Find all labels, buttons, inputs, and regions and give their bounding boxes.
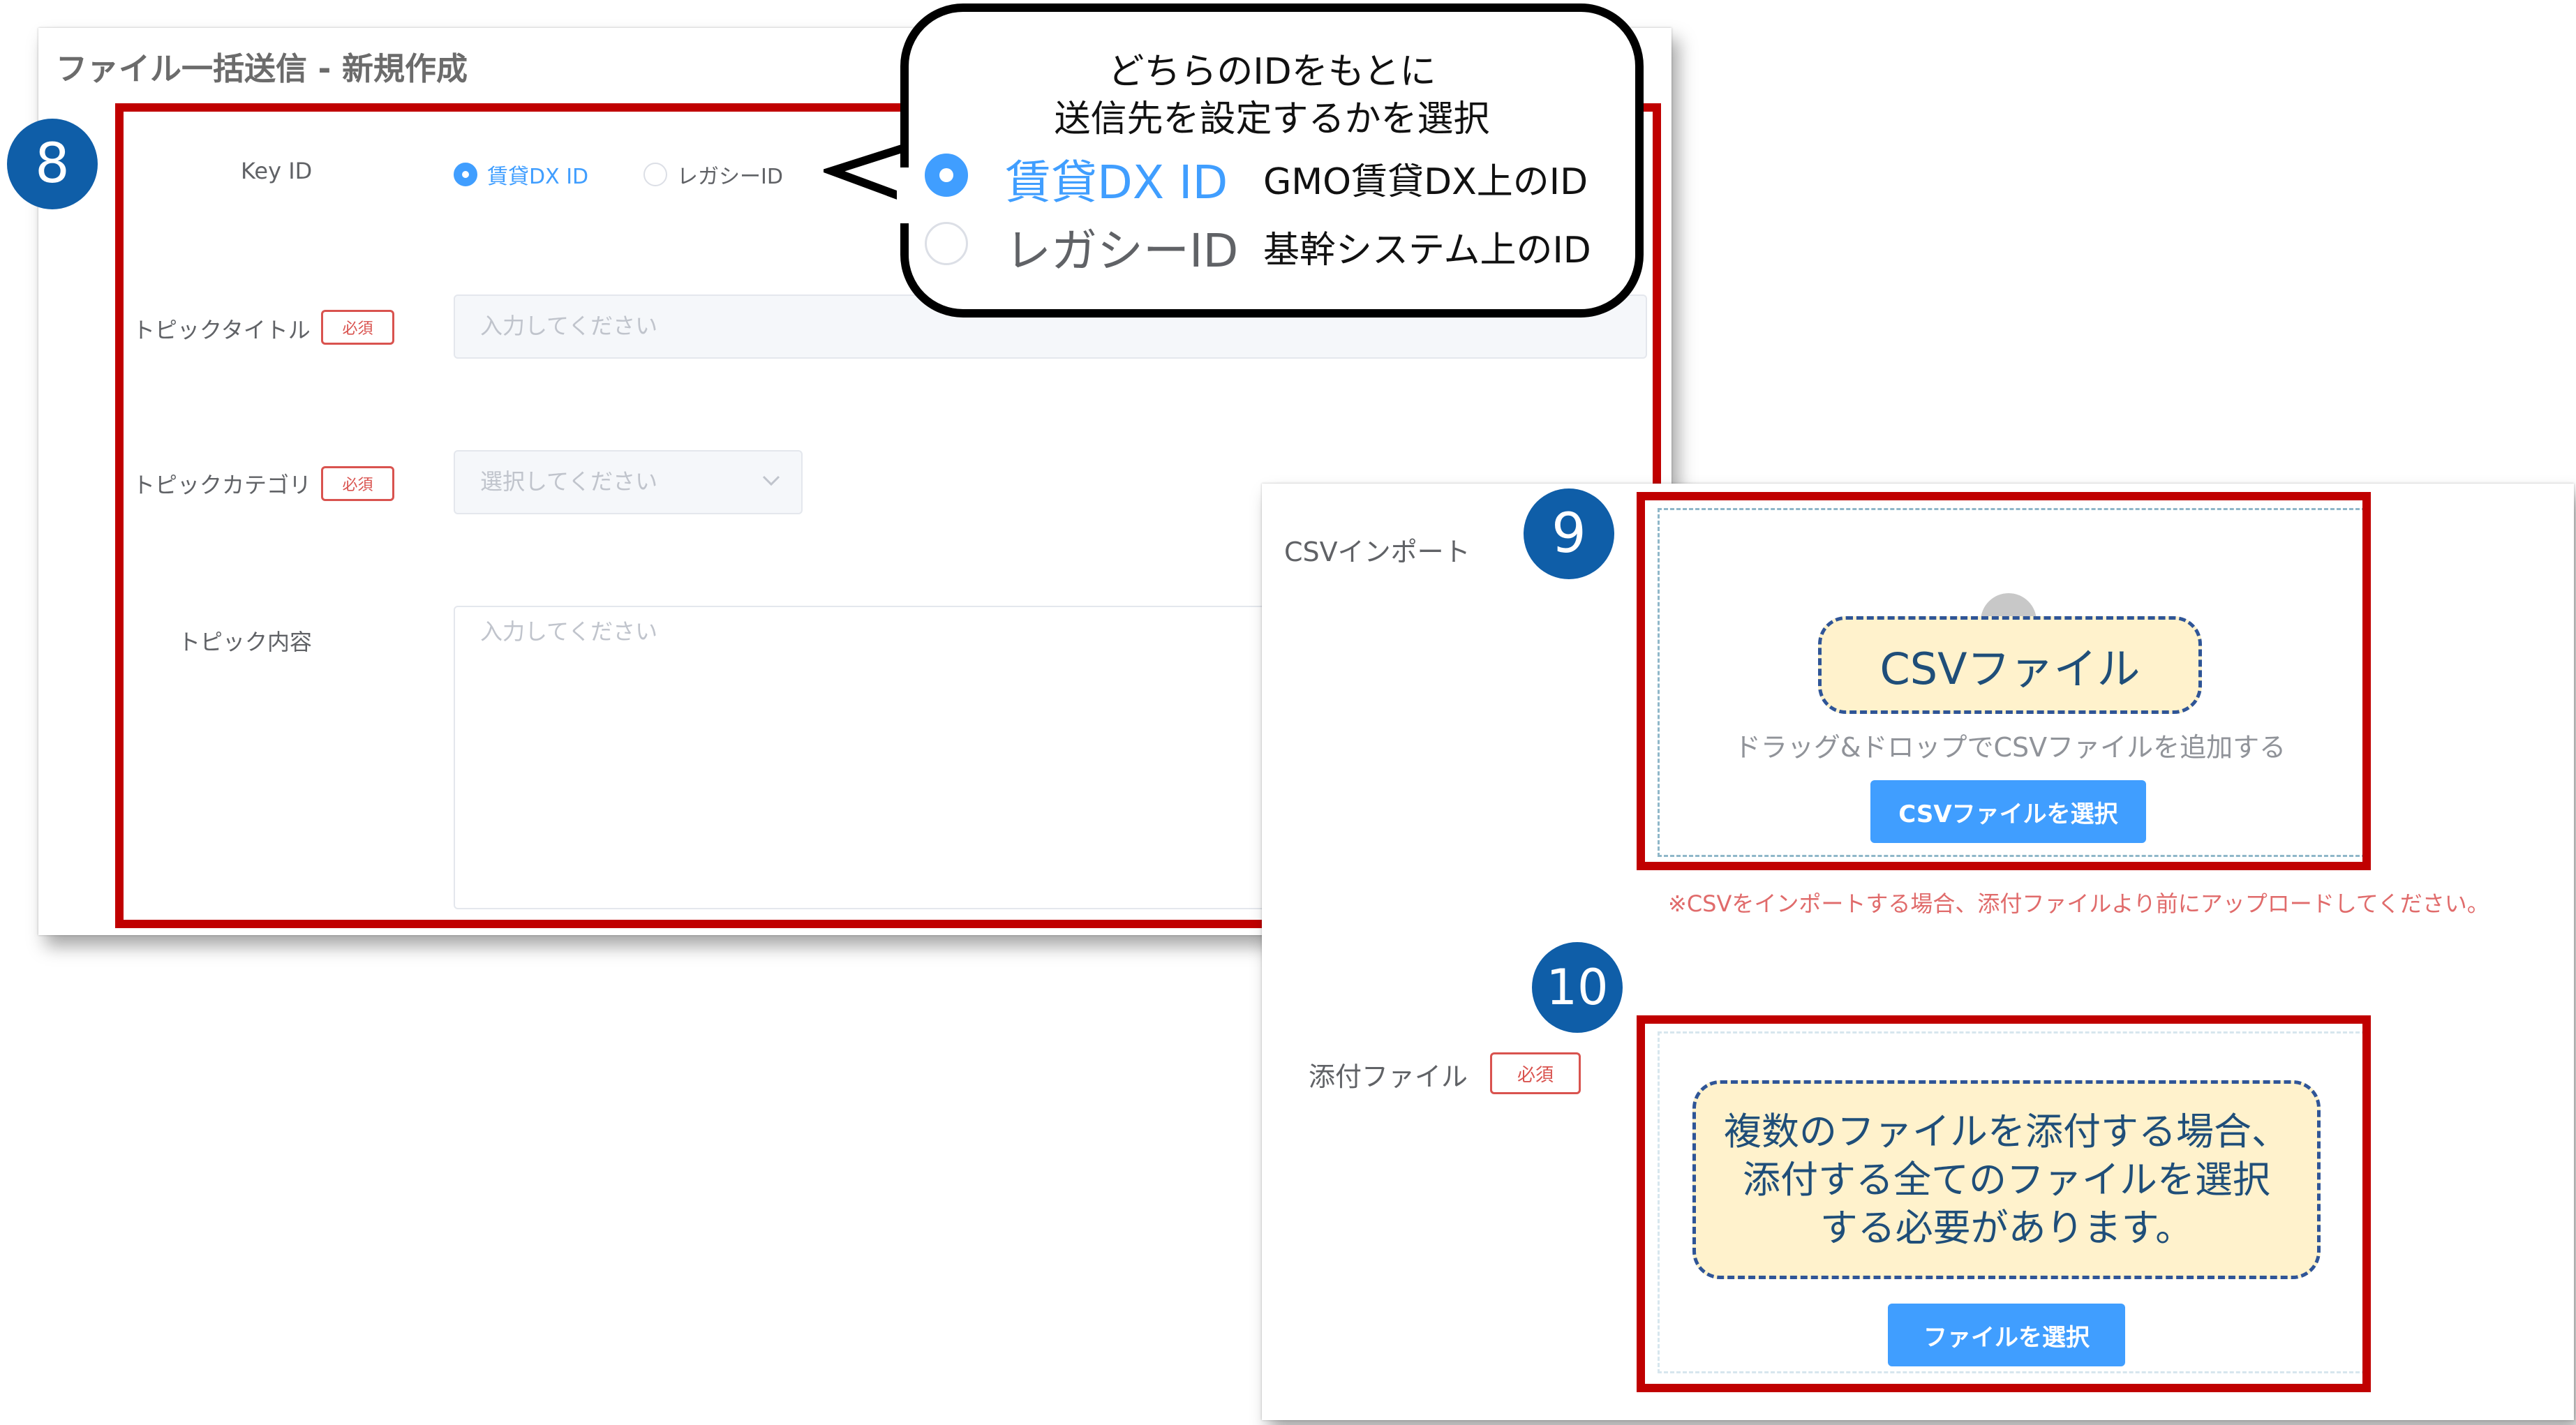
speech-bubble <box>900 3 1644 318</box>
bubble-option-dx-desc: GMO賃貸DX上のID <box>1263 161 1588 203</box>
step-badge-8: 8 <box>7 119 98 209</box>
csv-drop-text: ドラッグ&ドロップでCSVファイルを追加する <box>1734 732 2286 763</box>
topic-content-textarea[interactable]: 入力してください <box>454 606 1291 909</box>
attachment-callout-line1: 複数のファイルを添付する場合、 <box>1724 1109 2289 1154</box>
highlight-frame-9 <box>1637 492 2371 870</box>
topic-category-select[interactable]: 選択してください <box>454 450 803 514</box>
required-badge: 必須 <box>321 310 394 345</box>
csv-import-label: CSVインポート <box>1284 537 1471 567</box>
bubble-title-line1: どちらのIDをもとに <box>1108 51 1436 93</box>
bubble-option-legacy-desc: 基幹システム上のID <box>1263 230 1591 271</box>
step-badge-10: 10 <box>1532 942 1623 1033</box>
topic-content-label: トピック内容 <box>178 629 313 655</box>
radio-legacy-id[interactable]: レガシーID <box>643 159 783 190</box>
csv-warning-text: ※CSVをインポートする場合、添付ファイルより前にアップロードしてください。 <box>1668 890 2489 917</box>
required-badge: 必須 <box>321 466 394 501</box>
radio-chintai-dx-id[interactable]: 賃貸DX ID <box>454 159 588 190</box>
csv-select-button[interactable]: CSVファイルを選択 <box>1870 780 2146 843</box>
csv-file-callout: CSVファイル <box>1818 616 2202 714</box>
topic-title-label: トピックタイトル <box>133 317 311 343</box>
page-title: ファイル一括送信 - 新規作成 <box>56 50 468 87</box>
radio-unselected-icon <box>643 163 667 186</box>
bubble-option-legacy-id: レガシーID <box>1005 224 1239 278</box>
bubble-radio-unselected-icon <box>925 222 968 265</box>
bubble-title-line2: 送信先を設定するかを選択 <box>1054 98 1490 140</box>
required-badge: 必須 <box>1490 1052 1581 1094</box>
select-placeholder: 選択してください <box>480 468 658 495</box>
radio-selected-icon <box>454 163 477 186</box>
radio-label: レガシーID <box>677 165 783 189</box>
step-badge-9: 9 <box>1524 488 1614 579</box>
radio-label: 賃貸DX ID <box>487 165 589 189</box>
bubble-radio-selected-icon <box>925 154 968 197</box>
topic-category-label: トピックカテゴリ <box>133 472 312 498</box>
file-select-button[interactable]: ファイルを選択 <box>1888 1304 2125 1366</box>
attachment-callout-line2: 添付する全てのファイルを選択 <box>1743 1157 2270 1202</box>
bubble-joint <box>897 167 918 223</box>
attachment-callout-line3: する必要があります。 <box>1819 1206 2194 1251</box>
bubble-option-dx-id: 賃貸DX ID <box>1005 156 1228 209</box>
attachment-callout: 複数のファイルを添付する場合、 添付する全てのファイルを選択 する必要があります… <box>1692 1080 2321 1279</box>
chevron-down-icon <box>762 475 780 486</box>
key-id-label: Key ID <box>241 158 313 184</box>
attachment-label: 添付ファイル <box>1309 1061 1468 1092</box>
highlight-frame-10 <box>1637 1015 2371 1392</box>
